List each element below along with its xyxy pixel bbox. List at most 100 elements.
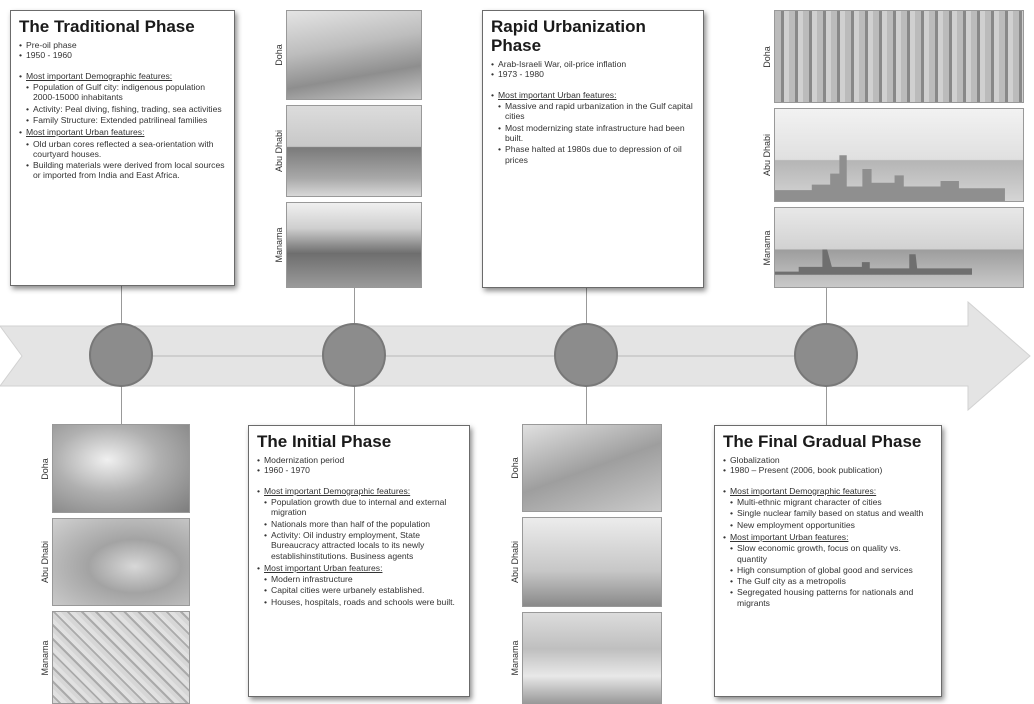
list-item: Population of Gulf city: indigenous popu… bbox=[26, 82, 226, 103]
intro-list: Arab-Israeli War, oil-price inflation 19… bbox=[491, 59, 695, 100]
city-name: Abu Dhabi bbox=[274, 129, 284, 173]
list-item: Massive and rapid urbanization in the Gu… bbox=[498, 101, 695, 122]
card-traditional: The Traditional Phase Pre-oil phase 1950… bbox=[10, 10, 235, 286]
list-item: Single nuclear family based on status an… bbox=[730, 508, 933, 519]
intro-item: Modernization period bbox=[257, 455, 461, 466]
milestone-traditional bbox=[89, 323, 153, 387]
card-title: The Traditional Phase bbox=[19, 17, 195, 36]
urban-head-list: Most important Urban features: bbox=[19, 127, 226, 138]
urban-heading: Most important Urban features: bbox=[723, 532, 933, 543]
city-name: Doha bbox=[510, 457, 520, 479]
card-title: The Final Gradual Phase bbox=[723, 432, 922, 451]
doha-photo bbox=[286, 10, 422, 100]
intro-item: Arab-Israeli War, oil-price inflation bbox=[491, 59, 695, 70]
urban-list: Old urban cores reflected a sea-orientat… bbox=[19, 139, 226, 181]
card-rapid: Rapid Urbanization Phase Arab-Israeli Wa… bbox=[482, 10, 704, 288]
intro-item: 1950 - 1960 bbox=[19, 50, 226, 61]
intro-item: 1960 - 1970 bbox=[257, 465, 461, 476]
list-item: Population growth due to internal and ex… bbox=[264, 497, 461, 518]
city-label: Abu Dhabi bbox=[508, 517, 522, 607]
photo-row-doha: Doha bbox=[508, 424, 662, 512]
city-label: Abu Dhabi bbox=[272, 105, 286, 197]
list-item: New employment opportunities bbox=[730, 520, 933, 531]
city-label: Doha bbox=[38, 424, 52, 513]
photo-row-abu-dhabi: Abu Dhabi bbox=[508, 517, 662, 607]
photo-row-manama: Manama bbox=[508, 612, 662, 704]
list-item: Old urban cores reflected a sea-orientat… bbox=[26, 139, 226, 160]
list-item: Slow economic growth, focus on quality v… bbox=[730, 543, 933, 564]
connector-initial-photos bbox=[354, 288, 355, 328]
list-item: Phase halted at 1980s due to depression … bbox=[498, 144, 695, 165]
manama-photo bbox=[774, 207, 1024, 288]
doha-photo bbox=[774, 10, 1024, 103]
list-item: The Gulf city as a metropolis bbox=[730, 576, 933, 587]
city-name: Doha bbox=[40, 457, 50, 480]
city-name: Manama bbox=[762, 229, 772, 266]
abu-dhabi-photo bbox=[52, 518, 190, 606]
connector-final bbox=[826, 386, 827, 426]
list-item: Houses, hospitals, roads and schools wer… bbox=[264, 597, 461, 608]
city-name: Abu Dhabi bbox=[762, 133, 772, 177]
list-item: Capital cities were urbanely established… bbox=[264, 585, 461, 596]
list-item: Activity: Peal diving, fishing, trading,… bbox=[26, 104, 226, 115]
connector-final-photos bbox=[826, 288, 827, 328]
urban-head-list: Most important Urban features: bbox=[723, 532, 933, 543]
photos-traditional: Doha Abu Dhabi Manama bbox=[38, 424, 190, 704]
list-item: High consumption of global good and serv… bbox=[730, 565, 933, 576]
demographic-list: Population of Gulf city: indigenous popu… bbox=[19, 82, 226, 126]
intro-item: Globalization bbox=[723, 455, 933, 466]
intro-item: 1973 - 1980 bbox=[491, 69, 695, 80]
city-label: Manama bbox=[38, 611, 52, 704]
city-label: Doha bbox=[272, 10, 286, 100]
demographic-heading: Most important Demographic features: bbox=[257, 486, 461, 497]
city-name: Abu Dhabi bbox=[510, 540, 520, 584]
city-label: Doha bbox=[760, 10, 774, 103]
city-name: Doha bbox=[274, 44, 284, 66]
urban-heading: Most important Urban features: bbox=[257, 563, 461, 574]
doha-photo bbox=[522, 424, 662, 512]
skyline-graphic bbox=[775, 155, 1005, 201]
city-name: Manama bbox=[510, 640, 520, 676]
photos-final: Doha Abu Dhabi Manama bbox=[760, 10, 1024, 288]
demographic-heading: Most important Demographic features: bbox=[723, 486, 933, 497]
photo-row-abu-dhabi: Abu Dhabi bbox=[760, 108, 1024, 202]
connector-rapid bbox=[586, 288, 587, 328]
abu-dhabi-photo bbox=[522, 517, 662, 607]
skyline-graphic bbox=[775, 249, 973, 275]
city-name: Manama bbox=[274, 227, 284, 263]
manama-photo bbox=[522, 612, 662, 704]
list-item: Segregated housing patterns for national… bbox=[730, 587, 933, 608]
list-item: Building materials were derived from loc… bbox=[26, 160, 226, 181]
city-name: Manama bbox=[40, 639, 50, 676]
milestone-initial bbox=[322, 323, 386, 387]
connector-initial bbox=[354, 386, 355, 426]
photos-initial: Doha Abu Dhabi Manama bbox=[272, 10, 422, 288]
photos-rapid: Doha Abu Dhabi Manama bbox=[508, 424, 662, 704]
city-label: Manama bbox=[760, 207, 774, 288]
intro-item: 1980 – Present (2006, book publication) bbox=[723, 465, 933, 476]
photo-row-doha: Doha bbox=[272, 10, 422, 100]
connector-traditional bbox=[121, 286, 122, 328]
photo-row-manama: Manama bbox=[272, 202, 422, 288]
intro-item: Pre-oil phase bbox=[19, 40, 226, 51]
photo-row-manama: Manama bbox=[38, 611, 190, 704]
intro-list: Pre-oil phase 1950 - 1960 Most important… bbox=[19, 40, 226, 81]
city-label: Abu Dhabi bbox=[760, 108, 774, 202]
card-title: The Initial Phase bbox=[257, 432, 392, 451]
demographic-list: Population growth due to internal and ex… bbox=[257, 497, 461, 561]
intro-list: Modernization period 1960 - 1970 Most im… bbox=[257, 455, 461, 496]
urban-heading: Most important Urban features: bbox=[19, 127, 226, 138]
card-title: Rapid Urbanization Phase bbox=[491, 17, 646, 56]
urban-list: Modern infrastructure Capital cities wer… bbox=[257, 574, 461, 607]
list-item: Multi-ethnic migrant character of cities bbox=[730, 497, 933, 508]
urban-list: Slow economic growth, focus on quality v… bbox=[723, 543, 933, 608]
connector-doha-traditional bbox=[121, 386, 122, 424]
list-item: Nationals more than half of the populati… bbox=[264, 519, 461, 530]
milestone-final bbox=[794, 323, 858, 387]
card-final: The Final Gradual Phase Globalization 19… bbox=[714, 425, 942, 697]
city-label: Abu Dhabi bbox=[38, 518, 52, 606]
photo-row-manama: Manama bbox=[760, 207, 1024, 288]
urban-heading: Most important Urban features: bbox=[491, 90, 695, 101]
photo-row-doha: Doha bbox=[760, 10, 1024, 103]
